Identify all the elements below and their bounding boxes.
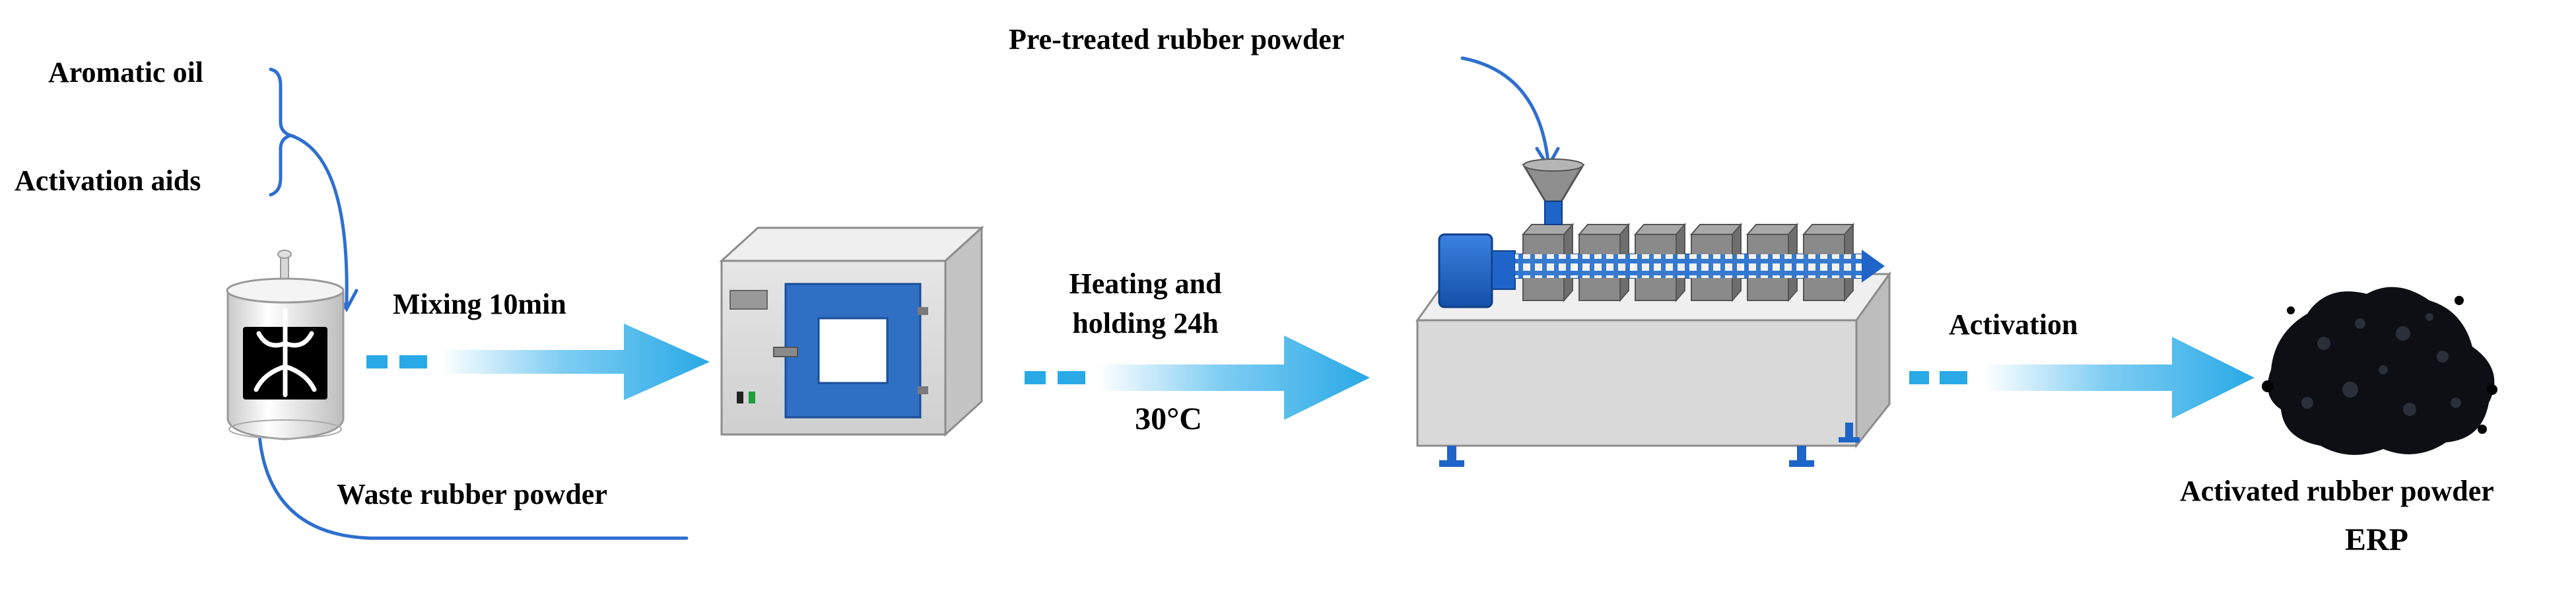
label-waste-rubber-powder: Waste rubber powder — [337, 478, 607, 510]
drying-oven — [719, 225, 984, 437]
label-pretreated-rubber-powder: Pre-treated rubber powder — [1009, 23, 1345, 55]
twin-screw-extruder — [1415, 158, 1891, 467]
callout-brace — [269, 67, 296, 197]
mixing-beaker — [226, 250, 345, 440]
label-aromatic-oil: Aromatic oil — [48, 56, 204, 88]
arrow-mixing — [366, 324, 710, 400]
arrow-heating — [1025, 335, 1370, 420]
arrow-activation — [1909, 337, 2254, 419]
label-heating-line1: Heating and — [1069, 267, 1222, 300]
label-mixing-time: Mixing 10min — [393, 288, 566, 320]
label-heating-line2: holding 24h — [1072, 307, 1219, 339]
label-temperature: 30°C — [1135, 401, 1202, 436]
activated-rubber-powder-pile — [2262, 287, 2497, 455]
label-activation: Activation — [1949, 308, 2078, 341]
label-erp: ERP — [2345, 522, 2408, 557]
label-activated-rubber-powder: Activated rubber powder — [2180, 475, 2494, 507]
label-activation-aids: Activation aids — [15, 164, 201, 197]
callout-feed — [1460, 56, 1560, 170]
